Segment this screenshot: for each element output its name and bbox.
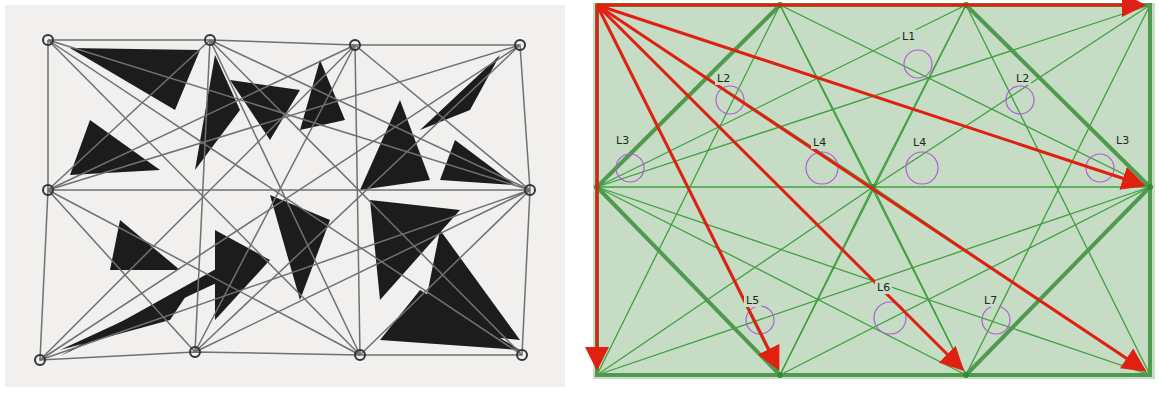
thick-members — [597, 5, 1150, 375]
sketch-lines — [40, 40, 530, 360]
paper — [5, 5, 565, 387]
load-label: L1 — [900, 30, 917, 43]
red-arrows — [597, 5, 1144, 370]
load-label: L4 — [811, 136, 828, 149]
load-label: L2 — [1014, 72, 1031, 85]
model-nodes — [594, 2, 1153, 378]
sketch-nodes — [35, 35, 535, 365]
load-label: L6 — [875, 281, 892, 294]
load-label: L5 — [744, 294, 761, 307]
load-label: L3 — [614, 134, 631, 147]
thin-members — [597, 5, 1150, 375]
load-label: L2 — [715, 72, 732, 85]
model-ground — [593, 3, 1155, 379]
load-label: L3 — [1114, 134, 1131, 147]
load-label: L4 — [911, 136, 928, 149]
load-label: L7 — [982, 294, 999, 307]
